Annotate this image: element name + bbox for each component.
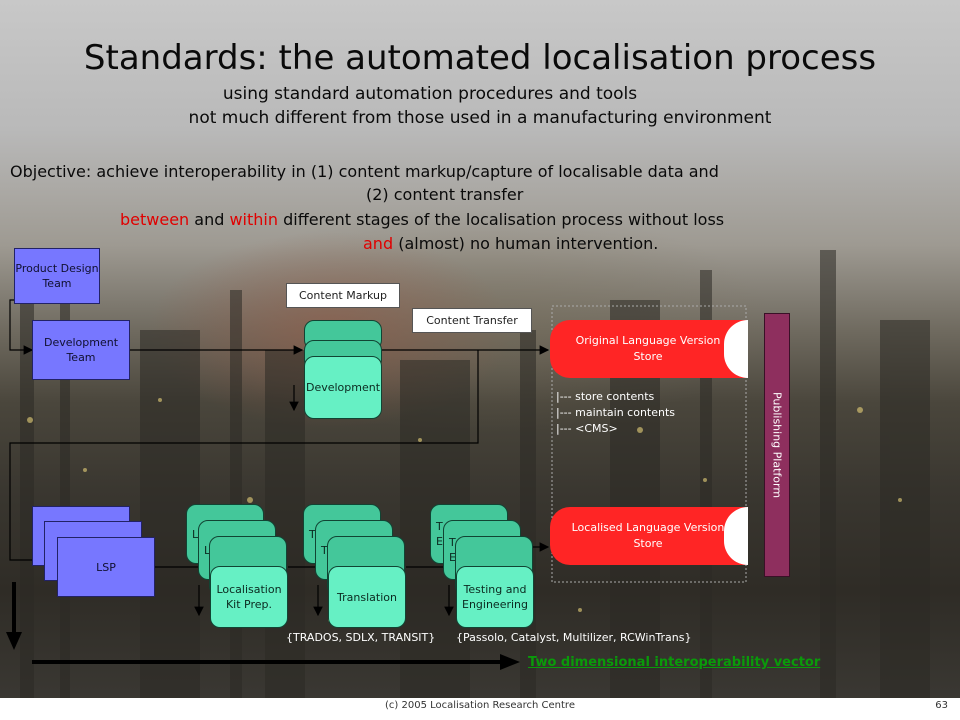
objective-line-2: (2) content transfer: [366, 185, 524, 204]
subtitle-line-1: using standard automation procedures and…: [222, 84, 638, 104]
objective-and-2: and: [363, 234, 394, 253]
localised-language-store: Localised Language Version Store: [550, 507, 746, 565]
testing-peek-t: T: [436, 520, 443, 533]
interoperability-vector-link[interactable]: Two dimensional interoperability vector: [528, 655, 821, 670]
testing-peek-e-2: E: [449, 551, 456, 564]
store-bullet-1: |--- store contents: [556, 390, 655, 403]
objective-rest-2: (almost) no human intervention.: [393, 234, 659, 253]
localised-store-label: Localised Language Version Store: [571, 521, 725, 550]
objective-line-1: Objective: achieve interoperability in (…: [10, 162, 719, 181]
original-store-label: Original Language Version Store: [575, 334, 721, 363]
original-store-cap: [724, 320, 748, 378]
lsp-box: LSP: [57, 537, 155, 597]
localised-store-cap: [724, 507, 748, 565]
publishing-platform: Publishing Platform: [764, 313, 790, 577]
content-markup-label: Content Markup: [286, 283, 400, 308]
page-number: 63: [935, 700, 948, 711]
store-bullet-2: |--- maintain contents: [556, 406, 676, 419]
slide-title: Standards: the automated localisation pr…: [83, 38, 877, 78]
objective-between: between: [120, 210, 190, 229]
testing-peek-t-2: T: [449, 536, 456, 549]
objective-rest: different stages of the localisation pro…: [278, 210, 725, 229]
testing-peek-e: E: [436, 535, 443, 548]
translation-box: Translation: [328, 566, 406, 628]
objective-line-4: and (almost) no human intervention.: [363, 234, 658, 253]
subtitle-line-2: not much different from those used in a …: [188, 108, 772, 128]
objective-line-3: between and within different stages of t…: [120, 210, 724, 229]
publishing-platform-label: Publishing Platform: [770, 391, 784, 499]
translation-tools: {TRADOS, SDLX, TRANSIT}: [286, 631, 436, 644]
objective-within: within: [229, 210, 278, 229]
content-transfer-label: Content Transfer: [412, 308, 532, 333]
footer-copyright: (c) 2005 Localisation Research Centre: [385, 700, 575, 711]
testing-box: Testing and Engineering: [456, 566, 534, 628]
original-language-store: Original Language Version Store: [550, 320, 746, 378]
development-team-box: Development Team: [32, 320, 130, 380]
product-design-team-box: Product Design Team: [14, 248, 100, 304]
testing-tools: {Passolo, Catalyst, Multilizer, RCWinTra…: [456, 631, 692, 644]
kit-prep-box: Localisation Kit Prep.: [210, 566, 288, 628]
objective-and: and: [189, 210, 230, 229]
footer-bar: [0, 698, 960, 720]
development-box: Development: [304, 356, 382, 419]
store-bullet-3: |--- <CMS>: [556, 422, 618, 435]
